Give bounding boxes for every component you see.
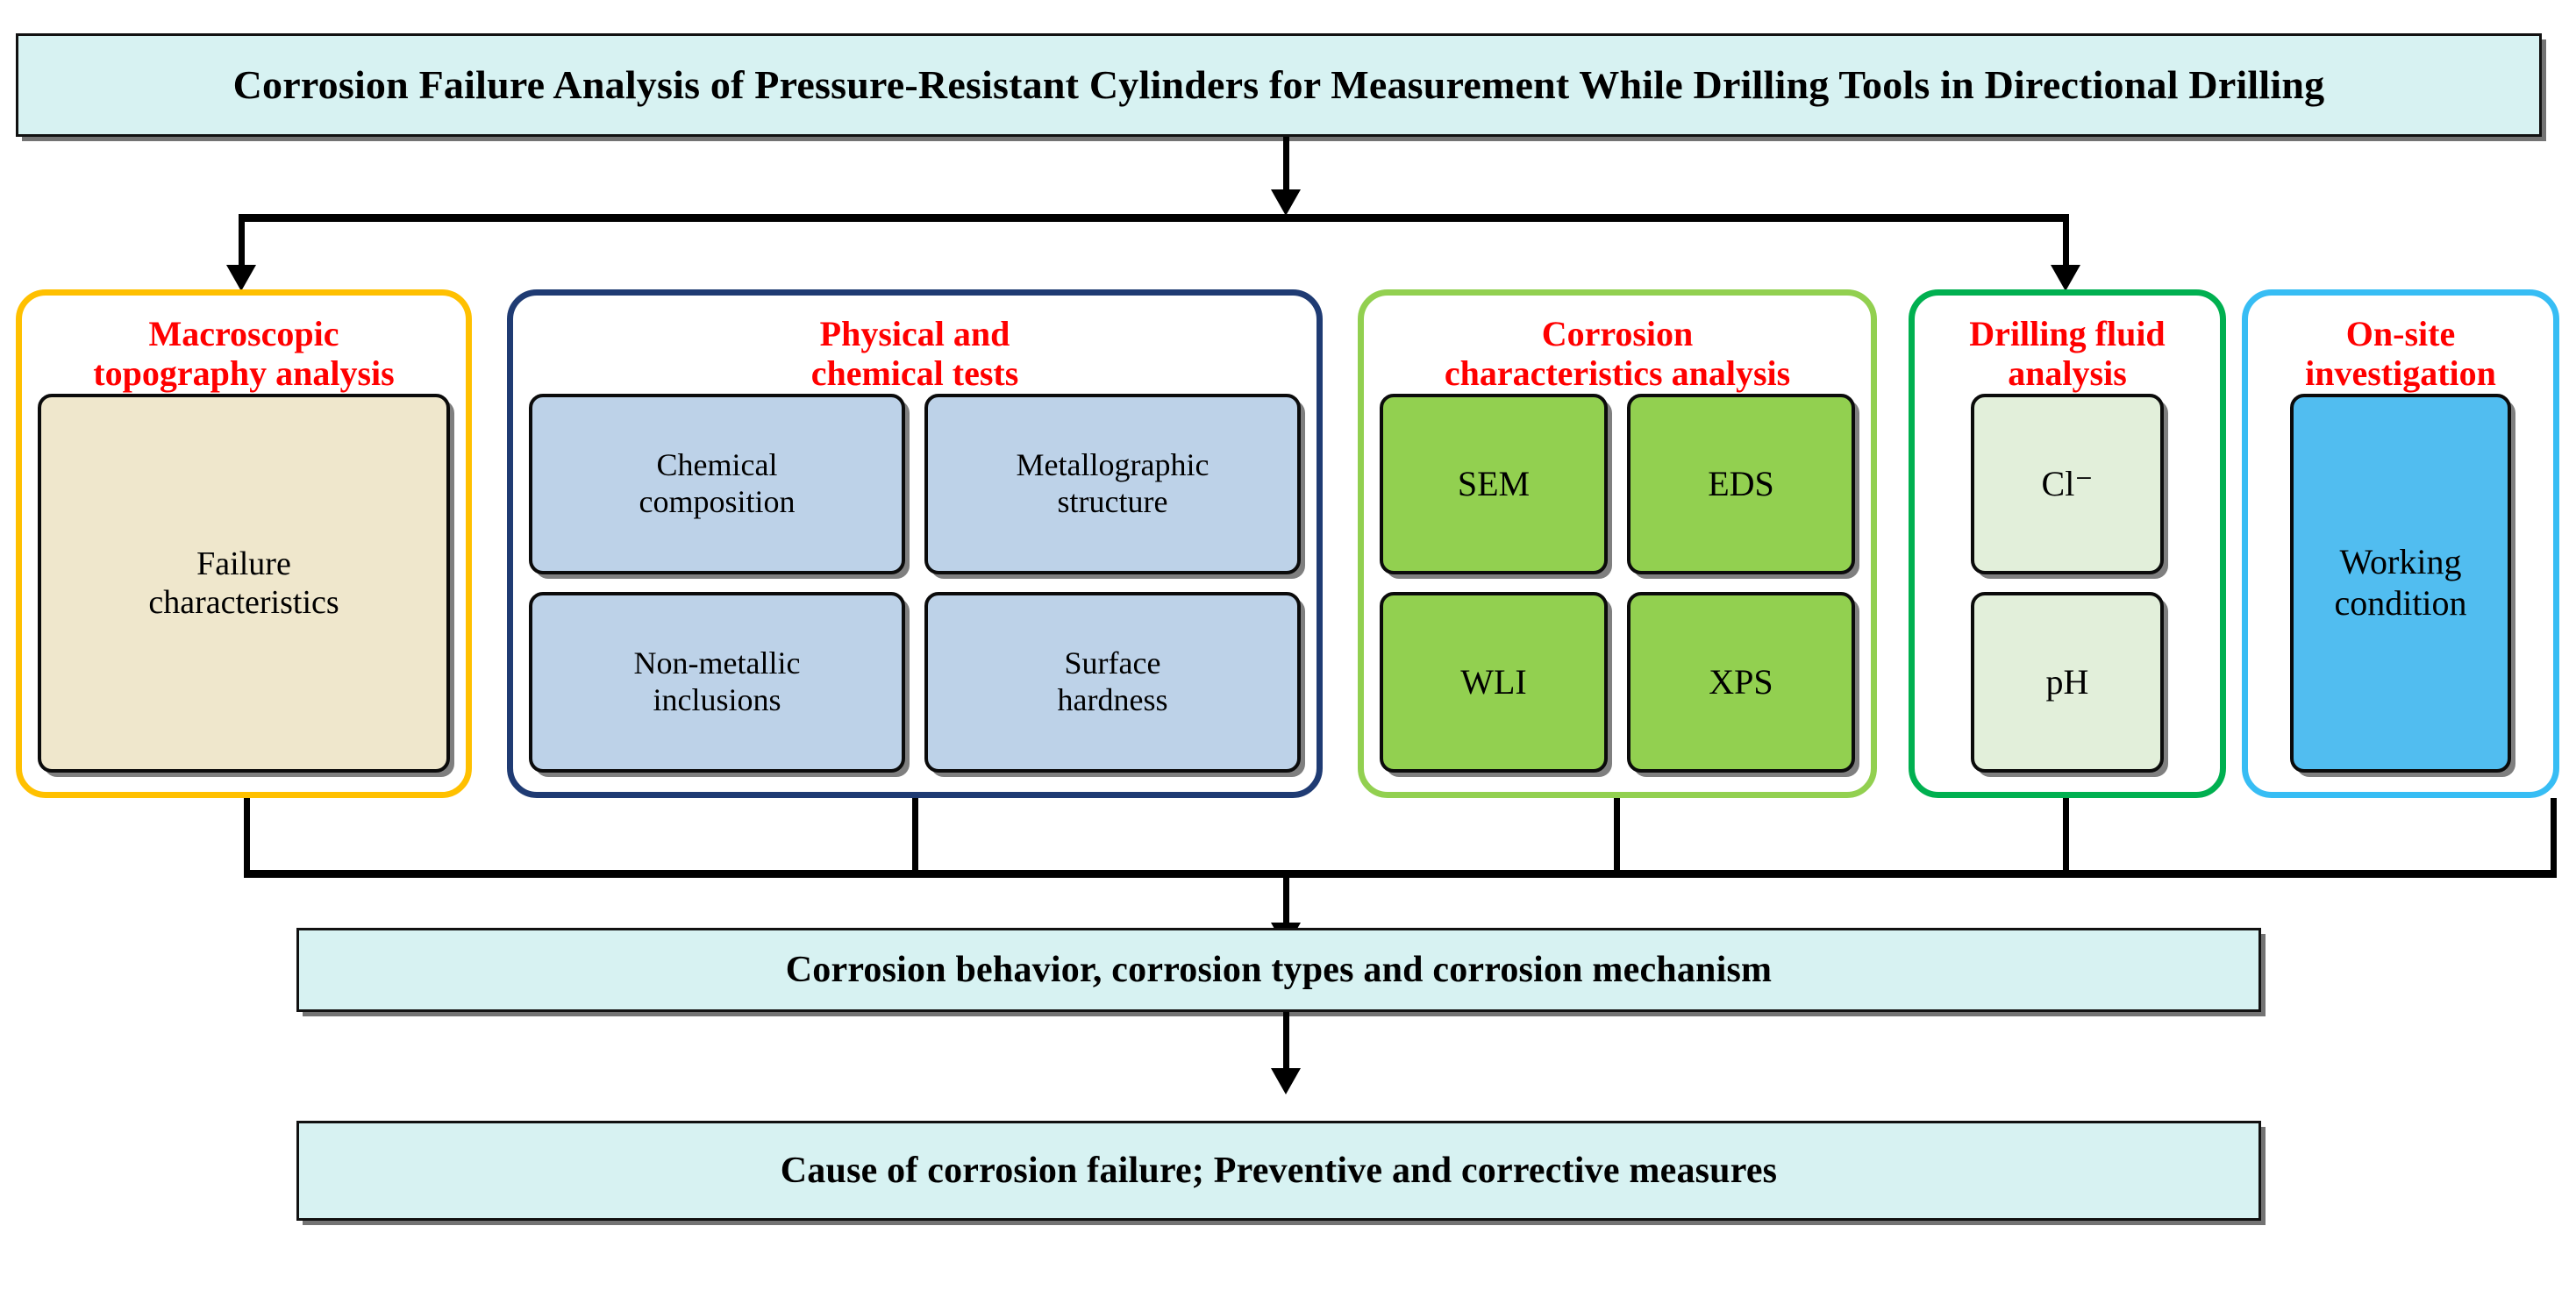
bus-drop-right <box>2063 214 2069 282</box>
chip-eds[interactable]: EDS <box>1627 393 1855 574</box>
panel-corrosion-characteristics-analysis[interactable]: Corrosion characteristics analysis SEM E… <box>1358 289 1877 798</box>
riser-panel-3 <box>1614 798 1620 875</box>
top-distribution-bus <box>239 214 2069 222</box>
bottom-collector-bus <box>244 870 2557 878</box>
chip-failure-characteristics[interactable]: Failure characteristics <box>38 393 450 773</box>
panel-physical-and-chemical-tests[interactable]: Physical and chemical tests Chemical com… <box>507 289 1323 798</box>
panel-title-physical-and-chemical-tests: Physical and chemical tests <box>810 314 1019 393</box>
panel-title-macroscopic-topography-analysis: Macroscopic topography analysis <box>93 314 395 393</box>
chip-sem[interactable]: SEM <box>1380 393 1608 574</box>
panel-title-on-site-investigation: On-site investigation <box>2305 314 2496 393</box>
bus-to-mid-banner-stem <box>1283 875 1289 938</box>
bus-drop-right-arrowhead <box>2051 265 2080 291</box>
title-to-bus-stem <box>1283 137 1289 205</box>
chip-grid: Failure characteristics <box>38 393 450 773</box>
panel-drilling-fluid-analysis[interactable]: Drilling fluid analysis Cl⁻ pH <box>1909 289 2226 798</box>
title-banner: Corrosion Failure Analysis of Pressure-R… <box>16 33 2542 137</box>
panel-body-drilling-fluid-analysis: Cl⁻ pH <box>1915 393 2220 792</box>
chip-surface-hardness[interactable]: Surface hardness <box>924 591 1301 773</box>
bus-drop-left-arrowhead <box>226 265 256 291</box>
title-to-bus-arrowhead <box>1271 189 1301 216</box>
chip-grid: SEM EDS WLI XPS <box>1380 393 1855 773</box>
panel-body-macroscopic-topography-analysis: Failure characteristics <box>22 393 466 792</box>
chip-grid: Chemical composition Metallographic stru… <box>529 393 1301 773</box>
riser-panel-5 <box>2551 798 2557 875</box>
chip-non-metallic-inclusions[interactable]: Non-metallic inclusions <box>529 591 905 773</box>
panel-macroscopic-topography-analysis[interactable]: Macroscopic topography analysis Failure … <box>16 289 472 798</box>
panel-body-physical-and-chemical-tests: Chemical composition Metallographic stru… <box>513 393 1317 792</box>
panel-body-on-site-investigation: Working condition <box>2248 393 2553 792</box>
panel-on-site-investigation[interactable]: On-site investigation Working condition <box>2242 289 2559 798</box>
bottom-banner: Cause of corrosion failure; Preventive a… <box>296 1121 2261 1221</box>
riser-panel-1 <box>244 798 250 875</box>
bus-drop-left <box>239 214 245 282</box>
title-banner-text: Corrosion Failure Analysis of Pressure-R… <box>232 61 2325 107</box>
mid-banner: Corrosion behavior, corrosion types and … <box>296 928 2261 1012</box>
chip-metallographic-structure[interactable]: Metallographic structure <box>924 393 1301 574</box>
mid-banner-text: Corrosion behavior, corrosion types and … <box>785 949 1773 990</box>
panel-body-corrosion-characteristics-analysis: SEM EDS WLI XPS <box>1364 393 1871 792</box>
chip-working-condition[interactable]: Working condition <box>2290 393 2511 773</box>
riser-panel-4 <box>2063 798 2069 875</box>
panel-title-drilling-fluid-analysis: Drilling fluid analysis <box>1969 314 2166 393</box>
panel-title-corrosion-characteristics-analysis: Corrosion characteristics analysis <box>1444 314 1791 393</box>
chip-chloride-ion[interactable]: Cl⁻ <box>1971 393 2164 574</box>
mid-to-bottom-stem <box>1283 1012 1289 1084</box>
chip-ph[interactable]: pH <box>1971 591 2164 773</box>
chip-xps[interactable]: XPS <box>1627 591 1855 773</box>
chip-chemical-composition[interactable]: Chemical composition <box>529 393 905 574</box>
chip-grid: Working condition <box>2290 393 2511 773</box>
chip-grid: Cl⁻ pH <box>1971 393 2164 773</box>
bottom-banner-text: Cause of corrosion failure; Preventive a… <box>780 1150 1778 1191</box>
chip-wli[interactable]: WLI <box>1380 591 1608 773</box>
mid-to-bottom-arrowhead <box>1271 1068 1301 1094</box>
riser-panel-2 <box>912 798 918 875</box>
